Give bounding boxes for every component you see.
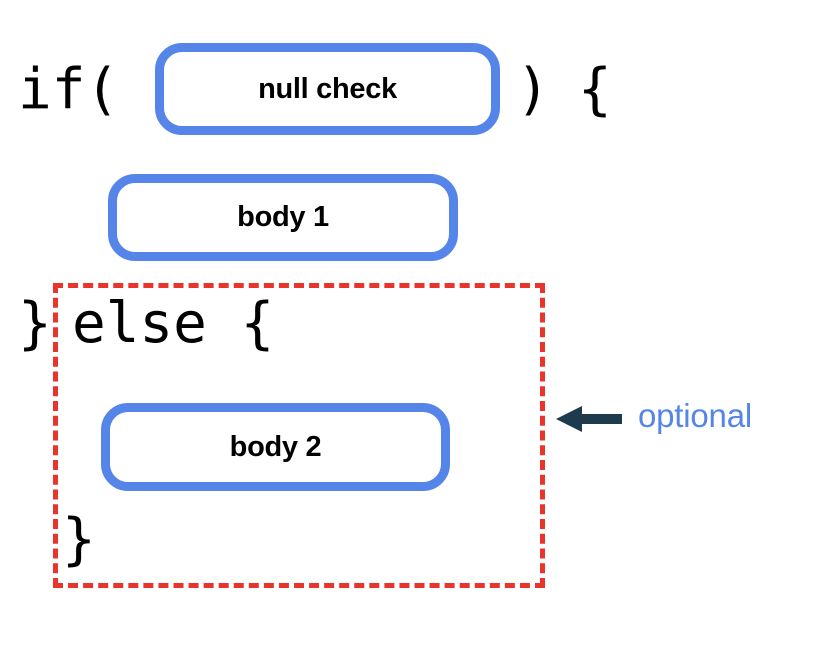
box-body-1-label: body 1 [237,201,329,233]
code-open-brace-if: { [578,57,612,122]
arrow-left-icon [556,404,622,434]
box-null-check-label: null check [258,72,397,105]
optional-region-outline [53,283,545,588]
code-close-paren: ) [516,57,550,122]
code-close-brace-else: } [62,507,96,572]
box-body-1[interactable]: body 1 [108,174,458,261]
code-else-keyword: else { [72,291,275,356]
box-null-check[interactable]: null check [155,43,500,135]
box-body-2[interactable]: body 2 [101,403,450,491]
box-body-2-label: body 2 [229,430,322,463]
optional-annotation-label: optional [638,397,752,434]
code-if-keyword: if( [18,57,120,122]
code-close-brace-if: } [18,291,52,356]
